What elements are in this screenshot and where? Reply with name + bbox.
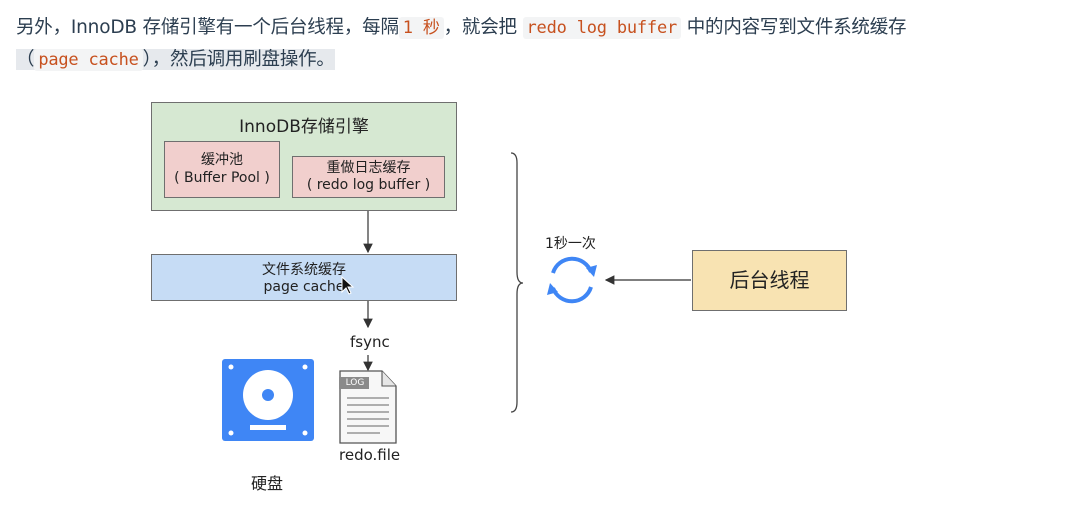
buffer-pool-subtitle: ( Buffer Pool ) bbox=[174, 170, 270, 186]
refresh-cycle-icon bbox=[547, 256, 597, 304]
curly-brace bbox=[510, 152, 524, 413]
buffer-pool-title: 缓冲池 bbox=[201, 152, 243, 168]
page-cache-title: 文件系统缓存 bbox=[262, 262, 346, 278]
background-thread-box: 后台线程 bbox=[692, 250, 847, 311]
engine-title: InnoDB存储引擎 bbox=[239, 117, 369, 137]
inline-code-redo-buffer: redo log buffer bbox=[522, 17, 682, 39]
log-tag: LOG bbox=[345, 378, 365, 388]
inline-code-page-cache: page cache bbox=[34, 49, 143, 71]
para-text-2: ，就会把 bbox=[443, 17, 517, 38]
para-text-4: ），然后调用刷盘操作。 bbox=[142, 49, 335, 70]
inline-code-interval: 1 秒 bbox=[398, 17, 444, 39]
interval-label: 1秒一次 bbox=[545, 236, 596, 252]
para-text-3: 中的内容写到文件系统缓存 bbox=[686, 17, 907, 38]
page-cache-subtitle: page cache bbox=[263, 279, 345, 295]
page-cache-box: 文件系统缓存 page cache bbox=[151, 254, 457, 301]
highlighted-line: （page cache），然后调用刷盘操作。 bbox=[16, 49, 335, 71]
redo-buffer-subtitle: ( redo log buffer ) bbox=[306, 177, 431, 193]
hard-disk-icon bbox=[222, 359, 314, 441]
background-thread-label: 后台线程 bbox=[729, 268, 810, 292]
para-open-paren: （ bbox=[16, 49, 35, 70]
file-label: redo.file bbox=[339, 446, 401, 464]
buffer-pool-box: 缓冲池 ( Buffer Pool ) bbox=[164, 141, 280, 198]
mouse-cursor-icon bbox=[341, 276, 355, 295]
redo-buffer-title: 重做日志缓存 bbox=[326, 160, 411, 176]
para-text-1: 另外，InnoDB 存储引擎有一个后台线程，每隔 bbox=[16, 17, 399, 38]
log-file-icon bbox=[339, 370, 397, 444]
redo-log-buffer-box: 重做日志缓存 ( redo log buffer ) bbox=[292, 156, 445, 198]
fsync-label: fsync bbox=[350, 333, 390, 351]
disk-label: 硬盘 bbox=[251, 474, 284, 493]
